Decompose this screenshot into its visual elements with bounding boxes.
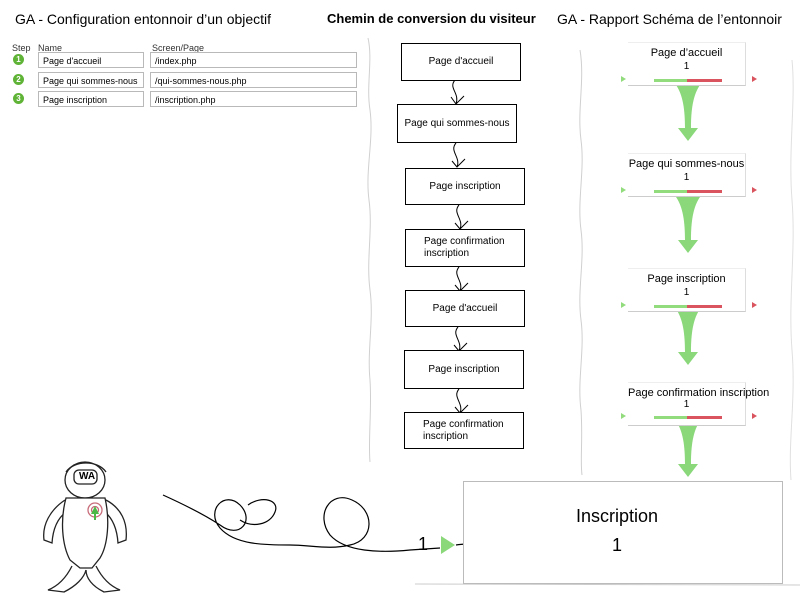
path-step-box: Page confirmation inscription — [404, 412, 524, 449]
visitor-scribble-path — [239, 499, 277, 526]
funnel-down-arrow-icon — [676, 421, 700, 477]
column-header-page: Screen/Page — [152, 43, 205, 53]
path-connector-arrow — [450, 79, 465, 105]
exit-marker-icon — [752, 413, 757, 419]
goal-title: Inscription — [575, 506, 659, 526]
funnel-step-name: Page qui sommes-nous — [628, 158, 745, 170]
funnel-continue-bar — [654, 79, 687, 82]
entry-marker-icon — [621, 76, 626, 82]
goal-count: 1 — [611, 535, 622, 555]
exit-marker-icon — [752, 302, 757, 308]
step-name-field[interactable]: Page inscription — [38, 91, 144, 107]
funnel-step-count: 1 — [683, 287, 690, 298]
entry-marker-icon — [621, 187, 626, 193]
path-step-box: Page qui sommes-nous — [397, 104, 517, 143]
path-connector-arrow — [454, 266, 469, 292]
entry-count: 1 — [418, 534, 429, 554]
path-connector-arrow — [454, 204, 469, 230]
funnel-step-count: 1 — [683, 172, 690, 183]
funnel-step-count: 1 — [683, 399, 690, 410]
step-page-field[interactable]: /index.php — [150, 52, 357, 68]
path-step-box: Page inscription — [404, 350, 524, 389]
section-separator-line — [414, 583, 800, 586]
funnel-step-name: Page d’accueil — [650, 47, 723, 59]
funnel-step-name: Page confirmation inscription — [628, 387, 770, 399]
funnel-continue-bar — [654, 416, 687, 419]
funnel-side-markers — [621, 76, 757, 419]
step-number-badge: 1 — [13, 54, 24, 65]
entry-marker-icon — [621, 413, 626, 419]
mascot-badge-text: WA — [78, 471, 96, 482]
step-number-badge: 3 — [13, 93, 24, 104]
section-separator-line — [579, 49, 583, 476]
step-page-field[interactable]: /qui-sommes-nous.php — [150, 72, 357, 88]
path-step-box: Page confirmation inscription — [405, 229, 525, 267]
funnel-exit-bar — [687, 79, 722, 82]
funnel-step-card: Page d’accueil 1 — [628, 42, 746, 86]
column-header-step: Step — [12, 43, 31, 53]
funnel-exit-bar — [687, 305, 722, 308]
funnel-exit-bar — [687, 190, 722, 193]
visitor-scribble-path — [162, 494, 441, 552]
path-section-title: Chemin de conversion du visiteur — [327, 11, 536, 26]
funnel-step-count: 1 — [683, 61, 690, 72]
funnel-continue-bar — [654, 305, 687, 308]
funnel-down-arrow-icon — [676, 197, 700, 253]
exit-marker-icon — [752, 187, 757, 193]
entry-marker-icon — [621, 302, 626, 308]
funnel-step-card: Page confirmation inscription 1 — [628, 382, 770, 426]
path-step-box: Page d'accueil — [405, 290, 525, 327]
column-header-name: Name — [38, 43, 63, 53]
mascot-pointer-icon — [91, 506, 99, 520]
funnel-down-arrow-icon — [676, 85, 700, 141]
funnel-exit-bar — [687, 416, 722, 419]
report-section-title: GA - Rapport Schéma de l’entonnoir — [557, 11, 782, 27]
path-step-box: Page inscription — [405, 168, 525, 205]
entry-play-icon — [441, 536, 455, 554]
step-number-badge: 2 — [13, 74, 24, 85]
path-connector-arrow — [451, 142, 466, 168]
path-step-box: Page d'accueil — [401, 43, 521, 81]
exit-marker-icon — [752, 76, 757, 82]
funnel-down-arrow-icon — [676, 309, 700, 365]
step-page-field[interactable]: /inscription.php — [150, 91, 357, 107]
goal-result-box: Inscription 1 — [463, 481, 783, 584]
step-name-field[interactable]: Page d'accueil — [38, 52, 144, 68]
section-separator-line — [367, 37, 372, 463]
step-name-field[interactable]: Page qui sommes-nous — [38, 72, 144, 88]
funnel-step-card: Page qui sommes-nous 1 — [628, 153, 746, 197]
path-connector-arrow — [453, 326, 468, 352]
path-connector-arrow — [454, 388, 469, 414]
funnel-step-card: Page inscription 1 — [628, 268, 746, 312]
funnel-step-name: Page inscription — [647, 273, 726, 285]
funnel-continue-bar — [654, 190, 687, 193]
config-section-title: GA - Configuration entonnoir d’un object… — [15, 11, 272, 27]
section-separator-line — [789, 59, 794, 481]
